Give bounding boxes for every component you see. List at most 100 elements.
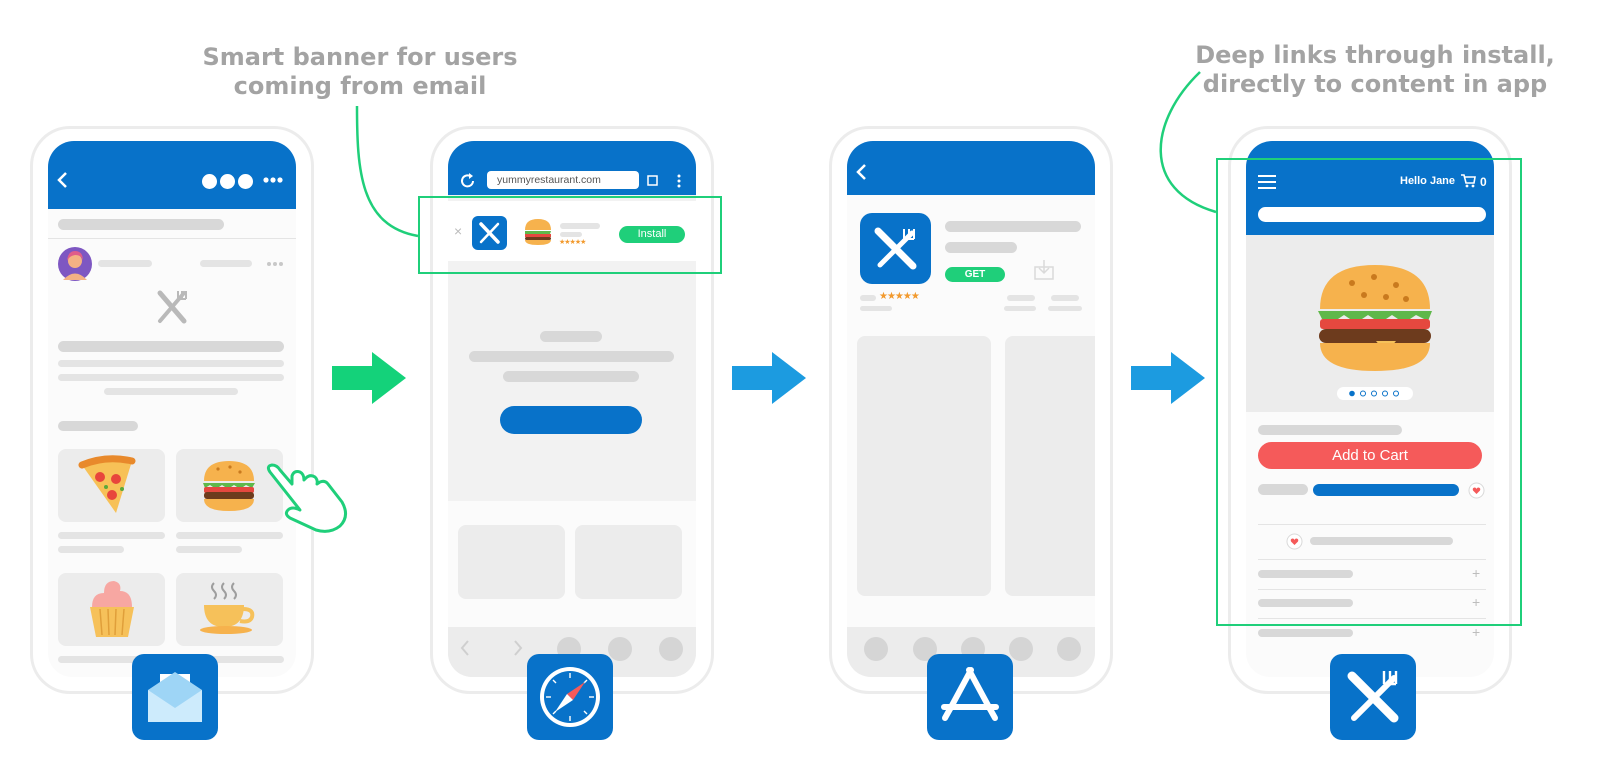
email-header <box>48 141 296 209</box>
email-screen <box>48 141 296 677</box>
heart-icon[interactable] <box>1468 482 1485 499</box>
page-cta-button[interactable] <box>500 406 642 434</box>
screenshot-preview[interactable] <box>1005 336 1095 596</box>
phone-restaurant-app: Hello Jane 0 <box>1228 126 1512 694</box>
url-bar[interactable]: yummyrestaurant.com <box>487 171 639 189</box>
content-card[interactable] <box>575 525 682 599</box>
download-icon[interactable] <box>1033 259 1055 281</box>
menu-dots-icon[interactable] <box>677 174 681 188</box>
pointing-hand-icon <box>266 463 347 533</box>
pizza-tile[interactable] <box>58 449 165 522</box>
toolbar-button[interactable] <box>659 637 683 661</box>
smart-banner-highlight <box>418 196 722 274</box>
back-chevron-icon[interactable] <box>855 163 869 181</box>
page-title-placeholder <box>540 331 602 342</box>
expand-icon[interactable]: + <box>1472 565 1481 581</box>
coffee-tile[interactable] <box>176 573 283 646</box>
meta-placeholder <box>1051 295 1079 301</box>
search-input[interactable] <box>1258 207 1486 222</box>
body-line <box>58 374 284 381</box>
email-app-icon[interactable] <box>132 654 218 740</box>
compass-icon <box>540 667 600 727</box>
dot-icon <box>220 174 235 189</box>
accordion-row[interactable] <box>1258 629 1353 637</box>
tile-caption <box>176 546 242 553</box>
quantity-placeholder <box>1258 484 1308 495</box>
refresh-icon[interactable] <box>460 173 476 189</box>
burger-icon <box>1318 265 1432 371</box>
smart-banner[interactable]: × ★★★★★ Install <box>448 201 696 261</box>
tabs-icon[interactable] <box>647 175 658 186</box>
heart-icon[interactable] <box>1286 533 1303 550</box>
expand-icon[interactable]: + <box>1472 624 1481 640</box>
page-text-placeholder <box>503 371 639 382</box>
banner-close-icon[interactable]: × <box>454 223 463 239</box>
page-lower-area <box>448 501 696 627</box>
accordion-row[interactable] <box>1258 570 1353 578</box>
browser-toolbar: yummyrestaurant.com <box>448 141 696 195</box>
fork-knife-icon <box>874 227 917 270</box>
phone-browser: yummyrestaurant.com × ★★★★★ Install <box>430 126 714 694</box>
divider <box>1258 618 1486 619</box>
tab-button[interactable] <box>864 637 888 661</box>
deep-link-highlight <box>1216 158 1522 626</box>
hamburger-menu-icon[interactable] <box>1258 175 1276 189</box>
screenshot-preview[interactable] <box>857 336 991 596</box>
divider <box>1258 524 1486 525</box>
dot-icon <box>238 174 253 189</box>
add-to-cart-button[interactable]: Add to Cart <box>1258 442 1482 469</box>
forward-arrow-icon[interactable] <box>512 639 524 657</box>
content-card[interactable] <box>458 525 565 599</box>
cart-icon[interactable] <box>1460 173 1476 188</box>
tab-button[interactable] <box>1009 637 1033 661</box>
banner-subtitle-placeholder <box>560 232 582 237</box>
restaurant-app-icon[interactable] <box>1330 654 1416 740</box>
sender-placeholder <box>98 260 152 267</box>
phone-app-store: GET ★★★★★ <box>829 126 1113 694</box>
tile-caption <box>58 546 124 553</box>
more-icon[interactable] <box>266 261 284 267</box>
flow-arrow-green <box>332 352 406 404</box>
divider <box>1258 589 1486 590</box>
accordion-row[interactable] <box>1258 599 1353 607</box>
greeting: Hello Jane <box>1400 175 1456 187</box>
coffee-cup-icon <box>200 582 255 634</box>
burger-icon <box>203 461 255 511</box>
back-chevron-icon[interactable] <box>56 171 70 189</box>
pizza-icon <box>78 455 136 513</box>
banner-title-placeholder <box>560 223 600 229</box>
cupcake-tile[interactable] <box>58 573 165 646</box>
divider <box>48 238 296 239</box>
app-store-icon[interactable] <box>927 654 1013 740</box>
back-arrow-icon[interactable] <box>459 639 471 657</box>
subject-placeholder <box>58 219 224 230</box>
burger-tile[interactable] <box>176 449 283 522</box>
expand-icon[interactable]: + <box>1472 594 1481 610</box>
app-name-placeholder <box>945 221 1081 232</box>
body-line <box>58 360 284 367</box>
tile-caption <box>176 532 283 539</box>
banner-rating: ★★★★★ <box>559 239 586 246</box>
product-image-area <box>1246 235 1494 412</box>
meta-placeholder <box>1007 295 1035 301</box>
browser-screen: yummyrestaurant.com × ★★★★★ Install <box>448 141 696 677</box>
tab-button[interactable] <box>1057 637 1081 661</box>
get-button[interactable]: GET <box>945 267 1005 282</box>
carousel-indicator[interactable] <box>1337 387 1413 400</box>
tile-caption <box>58 532 165 539</box>
app-dev-placeholder <box>945 242 1017 253</box>
toolbar-button[interactable] <box>608 637 632 661</box>
body-line <box>58 341 284 352</box>
safari-app-icon[interactable] <box>527 654 613 740</box>
install-button[interactable]: Install <box>619 226 685 243</box>
more-icon[interactable] <box>263 177 283 183</box>
avatar <box>58 247 92 281</box>
meta-placeholder <box>200 260 252 267</box>
meta-placeholder <box>1004 306 1036 311</box>
app-header: Hello Jane 0 <box>1246 141 1494 235</box>
caption-smart-banner: Smart banner for users coming from email <box>202 43 518 100</box>
burger-icon <box>525 219 551 245</box>
envelope-icon <box>148 672 202 722</box>
phone-email <box>30 126 314 694</box>
favorite-placeholder <box>1310 537 1453 545</box>
